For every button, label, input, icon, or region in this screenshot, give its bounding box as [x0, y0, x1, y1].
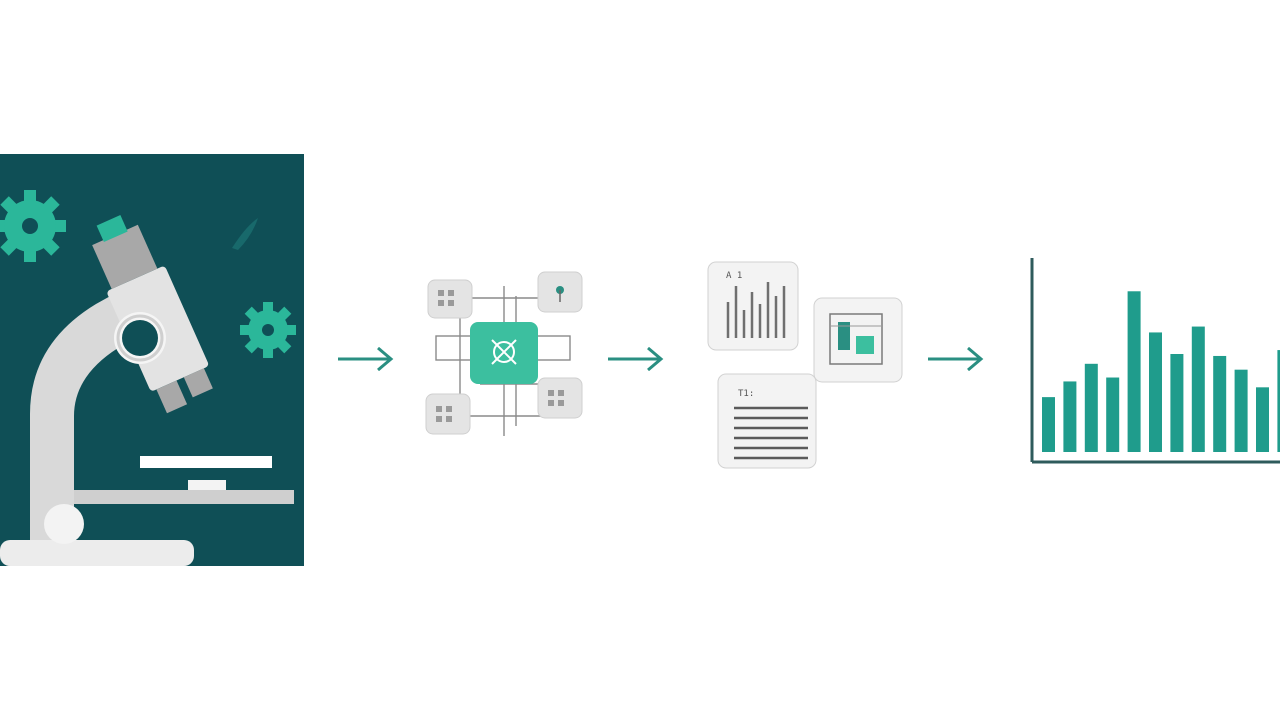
bar	[1234, 369, 1248, 452]
text-doc-icon: T1:	[717, 373, 817, 469]
bar	[1191, 326, 1205, 452]
documents-cluster: A 1 T1:	[707, 261, 903, 469]
text-doc-label: T1:	[738, 389, 754, 399]
bar-chart-icon	[1030, 258, 1280, 464]
node-icon	[427, 279, 473, 319]
bar	[1084, 363, 1098, 452]
bar	[1213, 355, 1227, 452]
bar	[1170, 354, 1184, 452]
flow-arrow	[928, 347, 984, 371]
node-icon	[537, 271, 583, 313]
image-doc-icon	[813, 297, 903, 383]
bar	[1149, 332, 1162, 452]
chart-doc-icon: A 1	[707, 261, 799, 351]
bar	[1256, 387, 1269, 452]
bar-series	[1042, 291, 1280, 452]
flow-arrow	[608, 347, 664, 371]
leaf-icon	[232, 218, 258, 250]
hub-icon	[470, 322, 538, 384]
microscope-panel	[0, 154, 304, 566]
microscope-icon	[0, 215, 294, 566]
bar	[1106, 377, 1120, 452]
gear-icon	[240, 302, 296, 358]
bar	[1277, 350, 1280, 452]
network-diagram	[425, 271, 583, 436]
gear-icon	[0, 190, 66, 262]
bar	[1063, 381, 1077, 452]
bar	[1042, 397, 1055, 452]
bar	[1127, 291, 1141, 452]
flow-arrow	[338, 347, 394, 371]
chart-doc-label: A 1	[726, 271, 742, 281]
node-icon	[537, 377, 583, 419]
node-icon	[425, 393, 471, 435]
